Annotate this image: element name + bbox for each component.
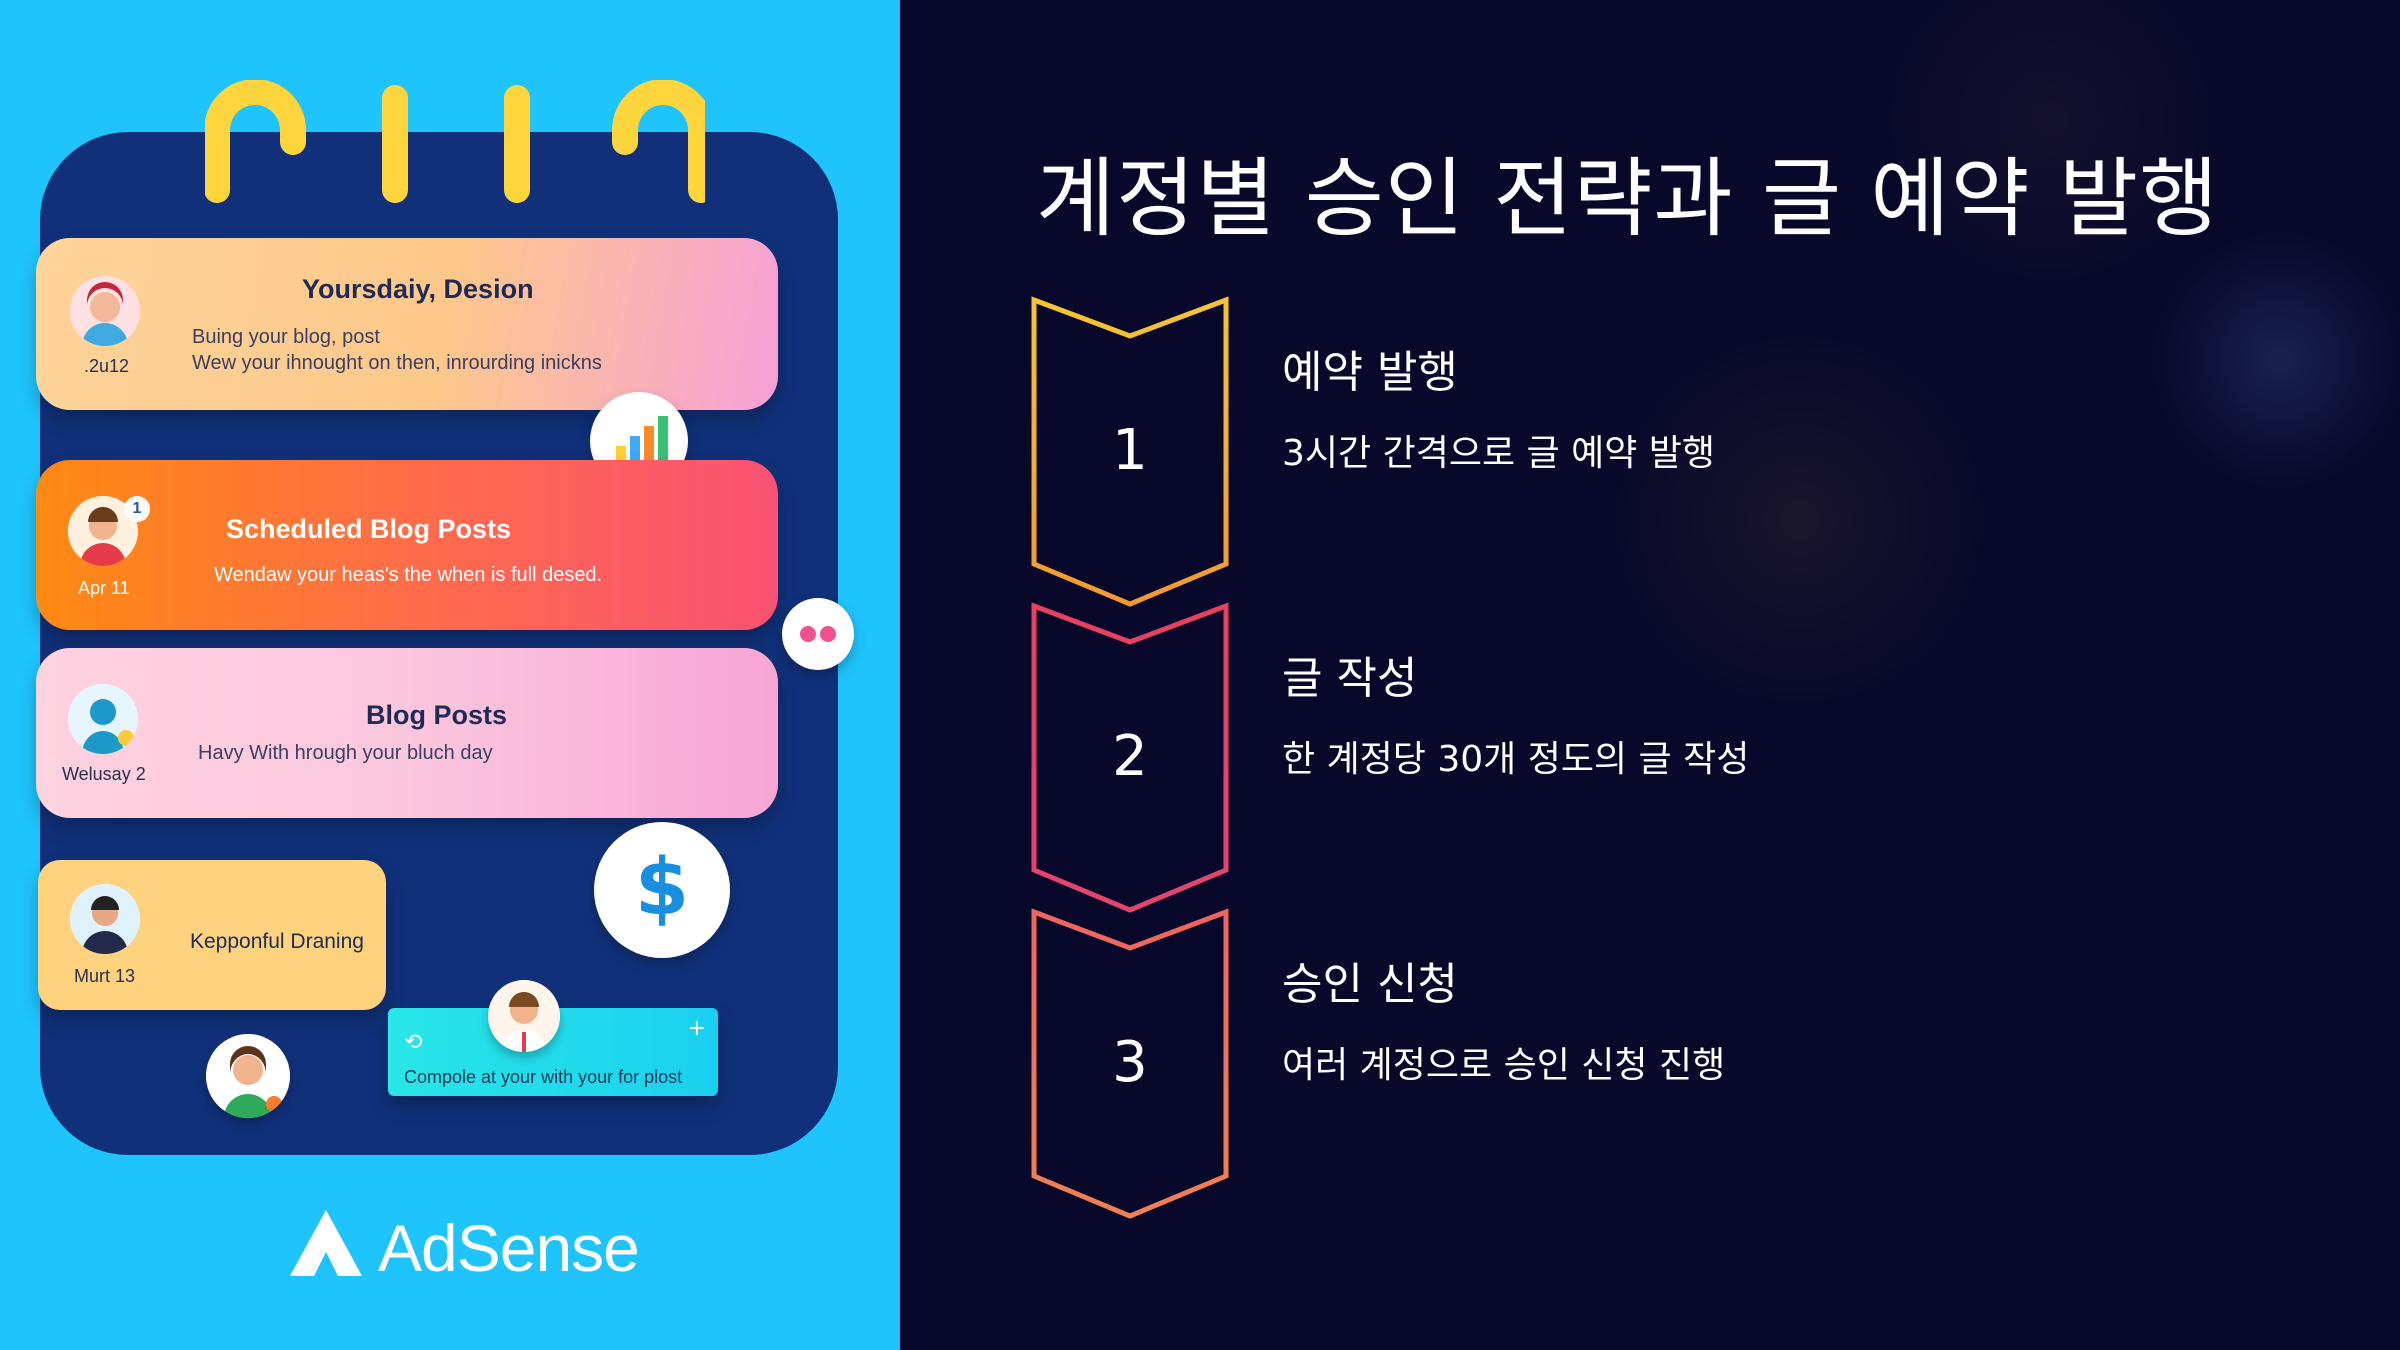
schedule-card-2[interactable]: 1 Apr 11 Scheduled Blog Posts Wendaw you…: [36, 460, 778, 630]
card-date: Murt 13: [74, 966, 136, 986]
svg-text:$: $: [635, 843, 689, 933]
card-date: .2u12: [84, 356, 130, 376]
step-3-title: 승인 신청: [1282, 959, 1458, 1010]
card-text: Wendaw your heas's the when is full dese…: [214, 564, 603, 586]
dollar-icon: $: [594, 822, 730, 958]
step-3-chevron: [1031, 908, 1229, 1219]
plus-icon[interactable]: +: [687, 1016, 706, 1041]
card-text: Compole at your with your for plost: [404, 1067, 683, 1087]
step-3-number: 3: [1112, 1030, 1148, 1095]
card-date: Welusay 2: [62, 764, 146, 784]
step-1-chevron: [1031, 296, 1229, 607]
step-1-number: 1: [1112, 418, 1148, 483]
card-text: Wew your ihnought on then, inrourding in…: [192, 352, 602, 374]
adsense-logo-icon: [290, 1210, 362, 1276]
avatar: [68, 684, 138, 754]
step-2-description: 한 계정당 30개 정도의 글 작성: [1282, 739, 1750, 780]
avatar: [70, 276, 140, 346]
chat-bubble-icon: [782, 598, 854, 670]
schedule-card-4[interactable]: Murt 13 Kepponful Draning: [38, 860, 386, 1010]
step-2-chevron: [1031, 602, 1229, 913]
card-title: Blog Posts: [366, 700, 508, 730]
card-date: Apr 11: [78, 578, 130, 598]
brand-name: AdSense: [378, 1211, 640, 1285]
avatar: [206, 1034, 290, 1118]
step-2-number: 2: [1112, 724, 1148, 789]
card-title: Kepponful Draning: [190, 930, 364, 953]
notification-badge: 1: [124, 496, 150, 522]
slide-title: 계정별 승인 전략과 글 예약 발행: [1036, 149, 2220, 249]
card-title: Yoursdaiy, Desion: [302, 274, 534, 304]
schedule-card-1[interactable]: .2u12 Yoursdaiy, Desion Buing your blog,…: [36, 238, 778, 410]
card-title: Scheduled Blog Posts: [226, 514, 512, 544]
avatar: [70, 884, 140, 954]
refresh-icon: ⟲: [404, 1030, 423, 1055]
schedule-card-3[interactable]: Welusay 2 Blog Posts Havy With hrough yo…: [36, 648, 778, 818]
card-text: Buing your blog, post: [192, 326, 380, 348]
step-chevrons: [1031, 296, 1229, 1219]
illustration-panel: .2u12 Yoursdaiy, Desion Buing your blog,…: [0, 0, 900, 1350]
binder-rings-icon: [205, 80, 705, 203]
avatar: [488, 980, 560, 1052]
step-3-description: 여러 계정으로 승인 신청 진행: [1282, 1045, 1726, 1086]
step-1-description: 3시간 간격으로 글 예약 발행: [1282, 433, 1715, 474]
slide-panel: 계정별 승인 전략과 글 예약 발행 1 예약 발행 3시간 간격으로 글 예약…: [900, 0, 2400, 1350]
card-text: Havy With hrough your bluch day: [198, 742, 493, 764]
step-2-title: 글 작성: [1282, 653, 1418, 704]
step-1-title: 예약 발행: [1282, 347, 1458, 398]
